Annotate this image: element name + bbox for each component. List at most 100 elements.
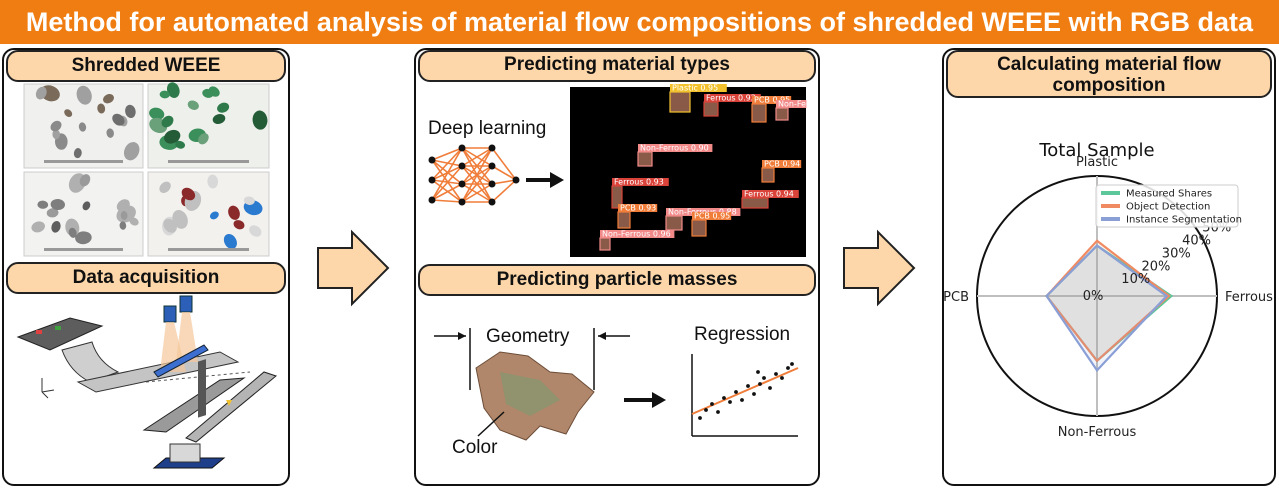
weee-particle [125, 104, 136, 119]
radar-tick-label: 40% [1182, 234, 1211, 249]
sorting-belt-2 [185, 371, 278, 443]
detection-box: PCB 0.95 [691, 212, 732, 237]
nn-node [458, 144, 466, 152]
nn-node [428, 176, 436, 184]
weee-particle [82, 201, 91, 211]
weee-particle [97, 103, 106, 114]
radar-axis-label: PCB [943, 290, 969, 305]
nn-edge [431, 147, 463, 181]
weee-particle [198, 133, 209, 145]
weee-particle [252, 110, 268, 130]
weee-particle [217, 102, 230, 113]
scale-ruler [44, 160, 123, 163]
weee-particle [161, 115, 174, 128]
weee-particle [187, 100, 199, 110]
radar-tick-label: 30% [1162, 246, 1191, 261]
scale-box [169, 443, 201, 463]
weee-particle [181, 187, 196, 201]
detection-label: PCB 0.94 [764, 160, 800, 169]
radar-series-instance-segmentation [1045, 244, 1169, 373]
deep-learning-label: Deep learning [428, 118, 547, 139]
weee-particle [159, 90, 170, 99]
weee-particle [233, 220, 245, 230]
sorting-plate [198, 359, 206, 418]
nn-edge [431, 199, 463, 203]
nn-node [488, 162, 496, 170]
nn-edge [431, 165, 463, 201]
radar-axis-label: Non-Ferrous [1058, 425, 1137, 440]
light-bar [153, 344, 209, 378]
radar-axis-label: Ferrous [1225, 290, 1273, 305]
nn-node [458, 180, 466, 188]
weee-particle [52, 129, 61, 140]
nn-node [428, 196, 436, 204]
regression-point [774, 372, 778, 376]
regression-point [762, 376, 766, 380]
regression-point [728, 400, 732, 404]
weee-particle [68, 227, 77, 238]
detection-box: Non-Ferrous 0.96 [599, 230, 675, 251]
nn-edge [431, 159, 463, 203]
weee-particle [209, 211, 219, 220]
legend-label: Object Detection [1126, 202, 1210, 213]
nn-edge [491, 147, 517, 181]
weee-particle [78, 122, 87, 132]
weee-particle [207, 174, 219, 189]
nn-edge [461, 147, 493, 203]
predicting-material-types-header: Predicting material types [418, 50, 816, 82]
radar-tick-label: 20% [1142, 259, 1171, 274]
title-banner: Method for automated analysis of materia… [0, 0, 1279, 44]
weee-particle [112, 113, 125, 126]
title-text: Method for automated analysis of materia… [25, 7, 1254, 37]
weee-particle [228, 205, 240, 220]
geometry-label: Geometry [486, 326, 570, 347]
chute [61, 341, 120, 383]
nn-edge [491, 165, 517, 181]
weee-particle [64, 109, 73, 117]
weee-particle [31, 221, 45, 233]
calculating-composition-header: Calculating material flow composition [946, 50, 1272, 98]
nn-edge [461, 165, 493, 203]
weee-particle [159, 181, 171, 193]
radar-series-object-detection [1045, 239, 1171, 363]
weee-particle [175, 140, 186, 149]
detection-box: Ferrous 0.92 [703, 94, 761, 117]
nn-edge [431, 183, 463, 201]
nn-node [488, 198, 496, 206]
detection-box: PCB 0.94 [761, 160, 802, 183]
regression-label: Regression [694, 324, 791, 345]
weee-particle [106, 128, 114, 138]
chart-title: Total Sample [1038, 140, 1154, 161]
detection-label: Ferrous 0.94 [744, 190, 794, 199]
feeder-tray [16, 317, 104, 351]
detection-label: PCB 0.95 [754, 96, 790, 105]
detection-box: Plastic 0.95 [669, 84, 727, 113]
detection-label: PCB 0.95 [694, 212, 730, 221]
regression-point [756, 370, 760, 374]
weee-particle [103, 94, 114, 104]
weee-particle [149, 107, 165, 120]
weee-particle [129, 217, 139, 226]
detection-box: PCB 0.93 [617, 204, 658, 229]
legend-label: Measured Shares [1126, 189, 1212, 200]
detection-box: Ferrous 0.93 [611, 178, 669, 209]
detection-label: Non-Ferrous 0.90 [640, 144, 709, 153]
detection-label: Ferrous 0.92 [706, 94, 756, 103]
weee-particle [50, 198, 65, 211]
nn-node [458, 162, 466, 170]
nn-arrow-head [550, 172, 564, 188]
legend-box [1095, 184, 1239, 228]
shredded-weee-header: Shredded WEEE [6, 50, 286, 82]
radar-axis-label: Plastic [1076, 155, 1118, 170]
weee-particle [163, 218, 177, 233]
weee-particle [46, 208, 59, 218]
weee-particle [166, 82, 180, 98]
nn-edge [431, 147, 463, 201]
legend-label: Instance Segmentation [1126, 215, 1242, 226]
weee-particle [79, 174, 91, 187]
